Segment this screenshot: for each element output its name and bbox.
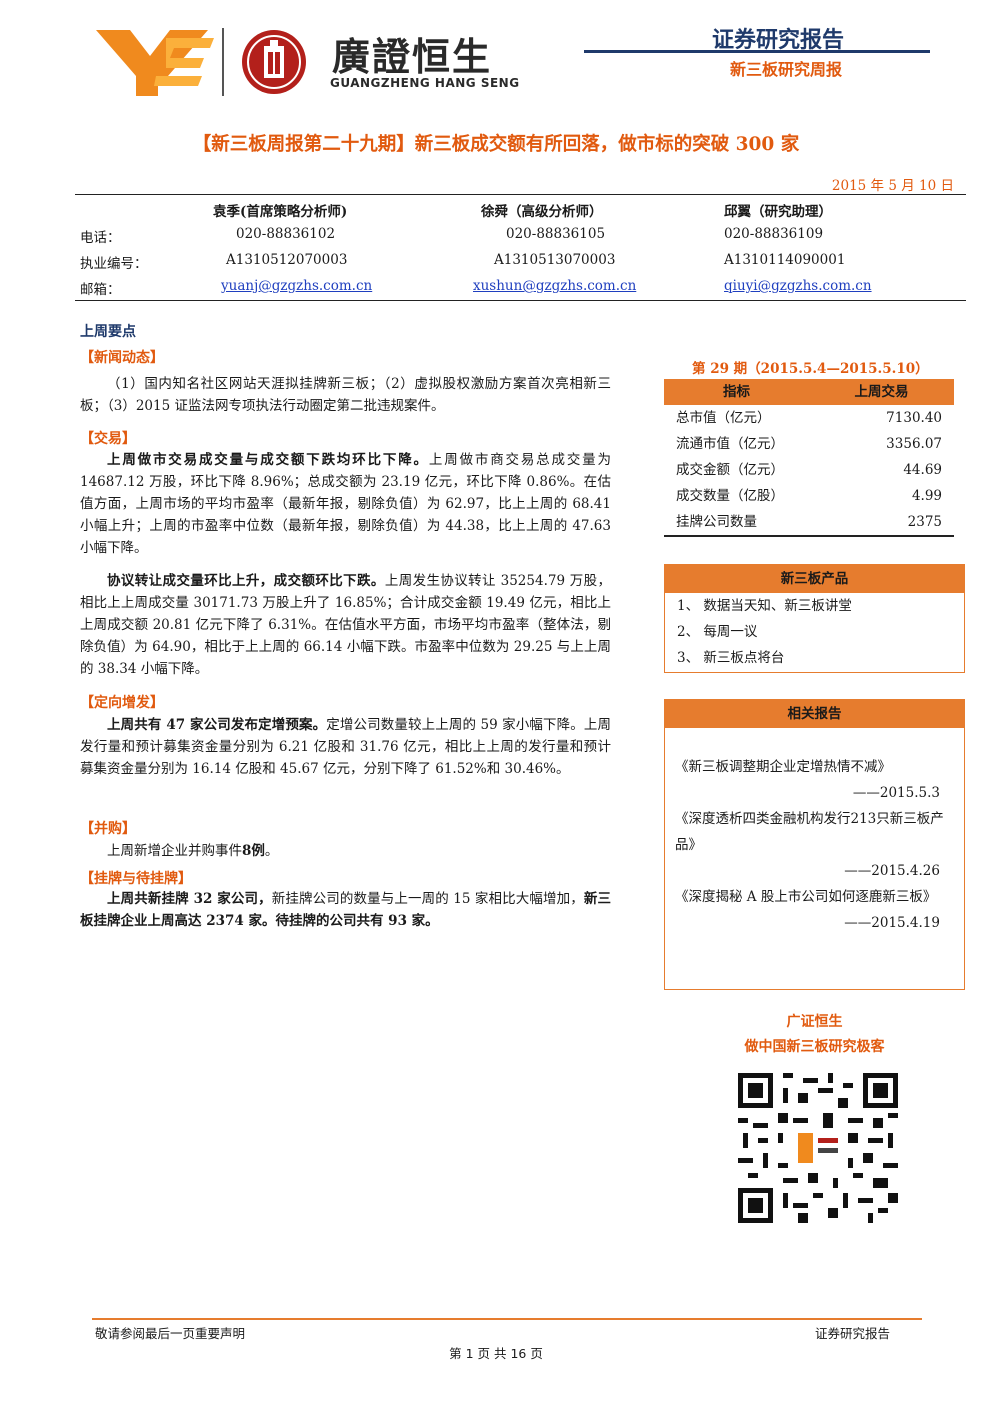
promo-slogan: 做中国新三板研究极客 <box>744 1039 885 1055</box>
product-item: 1、 数据当天知、新三板讲堂 <box>677 598 852 614</box>
analyst-license-row: 执业编号： A1310512070003 A1310513070003 A131… <box>75 247 966 273</box>
ye-logo-icon <box>96 30 214 96</box>
analyst-name-row: 袁季(首席策略分析师) 徐舜（高级分析师） 邱翼（研究助理） <box>75 195 966 221</box>
stats-label: 成交金额（亿元） <box>676 462 784 478</box>
related-report-title[interactable]: 《深度揭秘 A 股上市公司如何逐鹿新三板》 <box>675 889 937 905</box>
analyst-name: 徐舜（高级分析师） <box>481 204 603 220</box>
trade-paragraph-2: 协议转让成交量环比上升，成交额环比下跌。上周发生协议转让 35254.79 万股… <box>80 570 611 680</box>
logo-en-text: GUANGZHENG HANG SENG <box>330 76 520 90</box>
analyst-license: A1310114090001 <box>724 252 846 268</box>
phone-label: 电话： <box>80 230 121 246</box>
placement-paragraph: 上周共有 47 家公司发布定增预案。定增公司数量较上上周的 59 家小幅下降。上… <box>80 714 611 780</box>
placement-lead: 上周共有 47 家公司发布定增预案。 <box>107 717 327 733</box>
related-reports-title: 相关报告 <box>665 700 964 728</box>
analyst-license: A1310513070003 <box>494 252 616 268</box>
stats-label: 流通市值（亿元） <box>676 436 784 452</box>
trade-p1-lead: 上周做市交易成交量与成交额下跌均环比下降。 <box>107 452 429 468</box>
product-item: 2、 每周一议 <box>677 624 758 640</box>
ma-text: 上周新增企业并购事件 <box>107 843 242 859</box>
placement-tag: 【定向增发】 <box>80 695 164 711</box>
footer-disclaimer: 敬请参阅最后一页重要声明 <box>95 1326 246 1341</box>
related-reports-box: 相关报告 《新三板调整期企业定增热情不减》 ——2015.5.3 《深度透析四类… <box>664 699 965 990</box>
stats-bottom-rule <box>664 535 954 537</box>
stats-row: 成交数量（亿股） 4.99 <box>664 483 954 509</box>
section-title: 上周要点 <box>80 324 136 340</box>
trade-p1-text: 上周做市商交易总成交量为 14687.12 万股，环比下降 8.96%；总成交额… <box>80 452 611 556</box>
ma-tag: 【并购】 <box>80 821 136 837</box>
stats-row: 挂牌公司数量 2375 <box>664 509 954 535</box>
related-report-date: ——2015.4.19 <box>844 915 940 931</box>
listing-text: 新挂牌公司的数量与上一周的 15 家相比大幅增加， <box>271 891 584 907</box>
trade-tag: 【交易】 <box>80 431 136 447</box>
stats-label: 成交数量（亿股） <box>676 488 784 504</box>
header-rule <box>584 50 930 53</box>
analyst-email-link[interactable]: qiuyi@gzgzhs.com.cn <box>724 278 872 294</box>
related-report-title[interactable]: 《深度透析四类金融机构发行213只新三板产品》 <box>675 811 944 853</box>
news-tag: 【新闻动态】 <box>80 350 164 366</box>
weekly-stats-table: 指标 上周交易 总市值（亿元） 7130.40 流通市值（亿元） 3356.07 成… <box>664 379 954 537</box>
ma-count: 8例 <box>242 843 265 859</box>
analyst-table: 袁季(首席策略分析师) 徐舜（高级分析师） 邱翼（研究助理） 电话： 020-8… <box>75 194 966 301</box>
ma-text-end: 。 <box>264 843 279 859</box>
trade-p2-text: 上周发生协议转让 35254.79 万股，相比上上周成交量 30171.73 万… <box>80 573 611 677</box>
stats-value: 2375 <box>907 514 942 530</box>
related-report-title[interactable]: 《新三板调整期企业定增热情不减》 <box>675 759 891 775</box>
stats-value: 7130.40 <box>886 410 942 426</box>
stats-header-row: 指标 上周交易 <box>664 379 954 405</box>
stats-row: 成交金额（亿元） 44.69 <box>664 457 954 483</box>
report-date: 2015 年 5 月 10 日 <box>831 178 954 194</box>
analyst-email-row: 邮箱： yuanj@gzgzhs.com.cn xushun@gzgzhs.co… <box>75 273 966 299</box>
page-number: 第 1 页 共 16 页 <box>449 1346 543 1361</box>
stats-header-indicator: 指标 <box>723 384 750 400</box>
report-type: 证券研究报告 <box>711 28 844 53</box>
product-item: 3、 新三板点将台 <box>677 650 785 666</box>
email-label: 邮箱： <box>80 282 121 298</box>
news-paragraph: （1）国内知名社区网站天涯拟挂牌新三板；（2）虚拟股权激励方案首次亮相新三板；（… <box>80 376 611 414</box>
stats-value: 4.99 <box>911 488 942 504</box>
listing-lead: 上周共新挂牌 32 家公司， <box>107 891 272 907</box>
related-report-date: ——2015.4.26 <box>844 863 940 879</box>
trade-p2-lead: 协议转让成交量环比上升，成交额环比下跌。 <box>107 573 385 589</box>
trade-paragraph-1: 上周做市交易成交量与成交额下跌均环比下降。上周做市商交易总成交量为 14687.… <box>80 449 611 559</box>
stats-row: 总市值（亿元） 7130.40 <box>664 405 954 431</box>
listing-summary: 新三板挂牌企业上周高达 2374 家。待挂牌的公司共有 93 家。 <box>80 891 612 929</box>
footer-report-type: 证券研究报告 <box>814 1326 890 1341</box>
promo-brand: 广证恒生 <box>786 1014 843 1030</box>
period-label: 第 29 期（2015.5.4—2015.5.10） <box>692 361 929 377</box>
qr-code-icon[interactable] <box>738 1073 898 1223</box>
analyst-phone: 020-88836109 <box>724 226 824 242</box>
stats-row: 流通市值（亿元） 3356.07 <box>664 431 954 457</box>
stats-label: 总市值（亿元） <box>676 410 771 426</box>
stats-header-value: 上周交易 <box>854 384 909 400</box>
related-report-date: ——2015.5.3 <box>852 785 940 801</box>
analyst-phone-row: 电话： 020-88836102 020-88836105 020-888361… <box>75 221 966 247</box>
analyst-phone: 020-88836102 <box>236 226 336 242</box>
analyst-license: A1310512070003 <box>226 252 348 268</box>
report-series: 新三板研究周报 <box>729 60 842 79</box>
stats-label: 挂牌公司数量 <box>676 514 757 530</box>
analyst-name: 邱翼（研究助理） <box>724 204 832 220</box>
logo-cn-text: 廣證恒生 <box>332 35 493 79</box>
listing-paragraph: 上周共新挂牌 32 家公司，新挂牌公司的数量与上一周的 15 家相比大幅增加，新… <box>80 888 611 932</box>
stats-value: 3356.07 <box>886 436 942 452</box>
analyst-phone: 020-88836105 <box>506 226 606 242</box>
products-title: 新三板产品 <box>665 565 964 593</box>
seal-icon <box>242 30 306 94</box>
company-logo: 廣證恒生 GUANGZHENG HANG SENG <box>96 24 536 100</box>
report-title: 【新三板周报第二十九期】新三板成交额有所回落，做市标的突破 300 家 <box>192 134 800 155</box>
license-label: 执业编号： <box>80 256 148 272</box>
placement-text: 定增公司数量较上上周的 59 家小幅下降。上周发行量和预计募集资金量分别为 6.… <box>80 717 612 777</box>
listing-tag: 【挂牌与待挂牌】 <box>80 871 192 887</box>
logo-divider <box>222 28 224 96</box>
products-box: 新三板产品 1、 数据当天知、新三板讲堂 2、 每周一议 3、 新三板点将台 <box>664 564 965 673</box>
footer-rule <box>92 1318 922 1320</box>
ma-paragraph: 上周新增企业并购事件8例。 <box>80 840 611 862</box>
analyst-email-link[interactable]: xushun@gzgzhs.com.cn <box>473 278 637 294</box>
stats-value: 44.69 <box>903 462 942 478</box>
analyst-name: 袁季(首席策略分析师) <box>213 204 348 220</box>
analyst-email-link[interactable]: yuanj@gzgzhs.com.cn <box>221 278 373 294</box>
